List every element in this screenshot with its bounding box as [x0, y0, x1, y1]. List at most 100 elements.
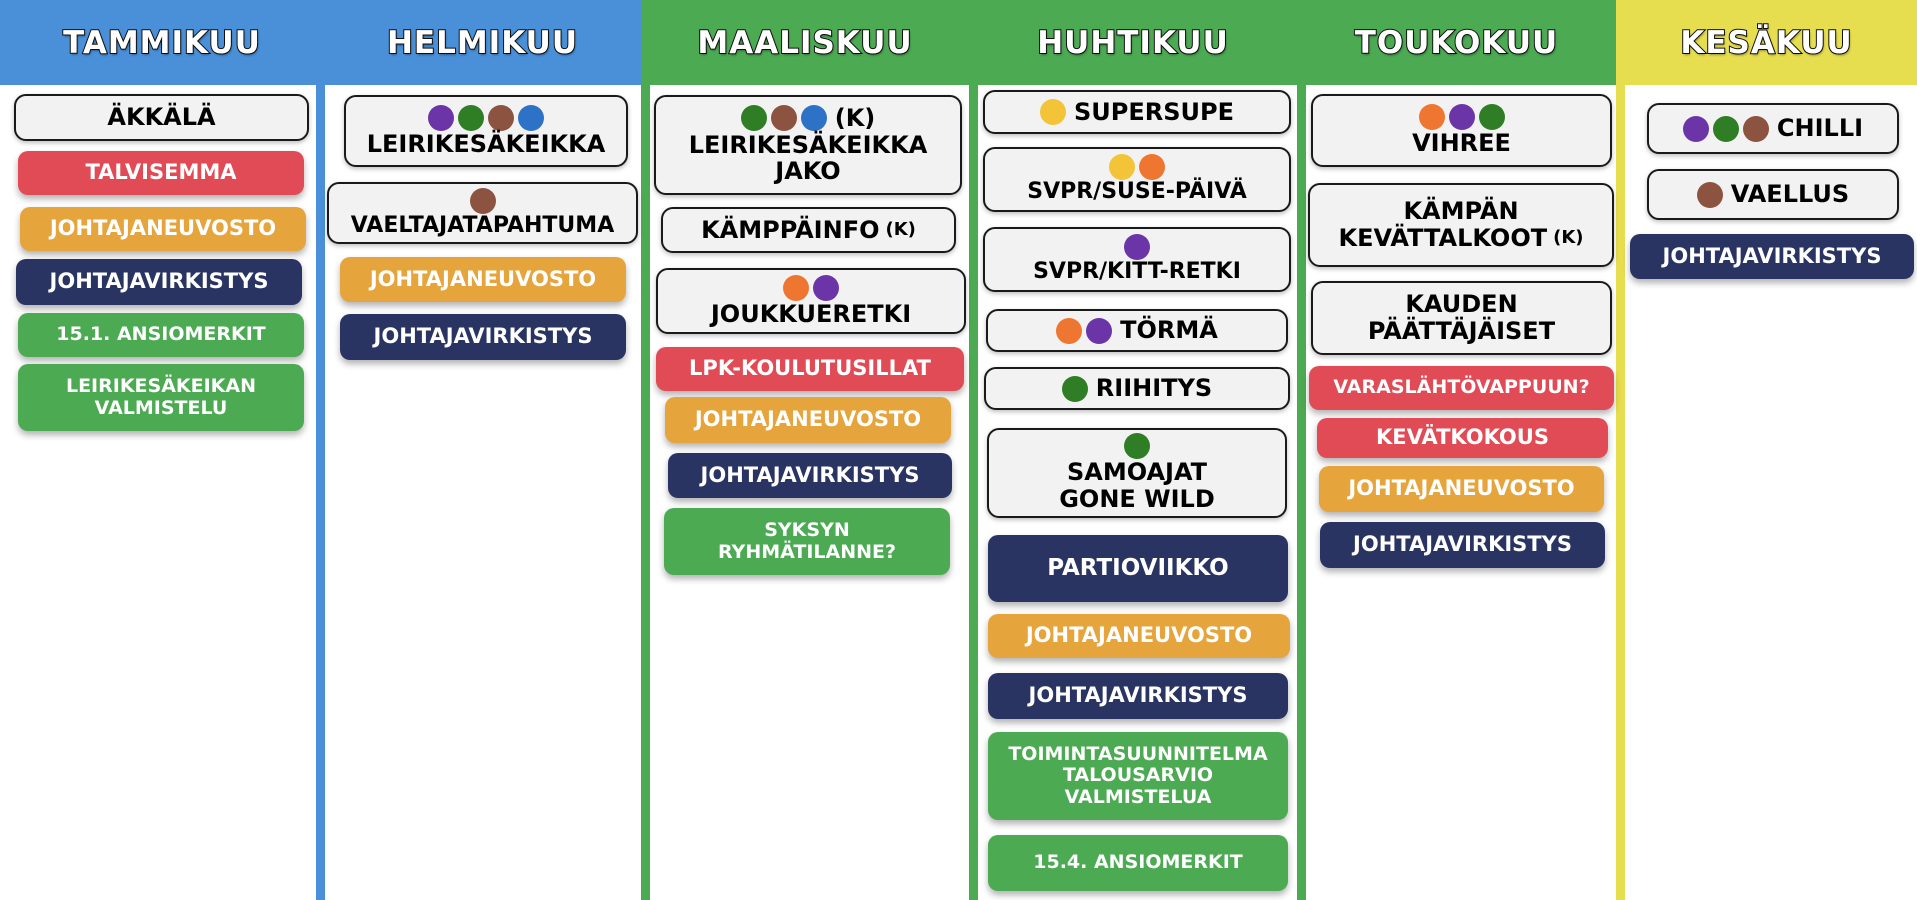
event-vihree[interactable]: VIHREE	[1311, 94, 1612, 167]
event-label-row: VAELLUS	[1696, 180, 1850, 209]
group-dots	[1124, 234, 1150, 261]
event-johtajaneuvosto[interactable]: JOHTAJANEUVOSTO	[988, 614, 1290, 658]
event-label: JOHTAJAVIRKISTYS	[700, 462, 920, 487]
event-johtajavirkistys[interactable]: JOHTAJAVIRKISTYS	[340, 314, 626, 360]
event-label-line: LEIRIKESÄKEIKAN	[65, 375, 257, 398]
event-johtajaneuvosto[interactable]: JOHTAJANEUVOSTO	[340, 257, 626, 302]
event-label: VIHREE	[1412, 129, 1511, 158]
event-label: VAELLUS	[1730, 180, 1850, 209]
event-syksyn-ryhmatilanne[interactable]: SYKSYN RYHMÄTILANNE?	[664, 508, 950, 575]
kamppa-marker: (K)	[1553, 227, 1584, 249]
column-divider	[969, 85, 978, 900]
event-samoajat-gone-wild[interactable]: SAMOAJAT GONE WILD	[987, 428, 1287, 518]
event-label: SVPR/SUSE-PÄIVÄ	[1027, 179, 1247, 205]
event-label-line: PÄÄTTÄJÄISET	[1367, 317, 1556, 345]
event-johtajavirkistys[interactable]: JOHTAJAVIRKISTYS	[1320, 522, 1605, 568]
event-vaeltajatapahtuma[interactable]: VAELTAJATAPAHTUMA	[327, 182, 638, 244]
brown-dot-icon	[488, 104, 514, 131]
event-kevatkokous[interactable]: KEVÄTKOKOUS	[1317, 418, 1608, 458]
green-dot-icon	[740, 105, 767, 132]
event-label-row: KEVÄTTALKOOT (K)	[1338, 225, 1583, 252]
event-svpr-suse-paiva[interactable]: SVPR/SUSE-PÄIVÄ	[983, 147, 1291, 212]
event-ansiomerkit[interactable]: 15.4. ANSIOMERKIT	[988, 835, 1288, 891]
purple-dot-icon	[1682, 115, 1709, 142]
event-kamppainfo[interactable]: KÄMPPÄINFO (K)	[661, 207, 956, 253]
event-label: 15.4. ANSIOMERKIT	[1033, 851, 1243, 874]
event-svpr-kitt-retki[interactable]: SVPR/KITT-RETKI	[983, 227, 1291, 292]
event-label: JOHTAJANEUVOSTO	[49, 216, 277, 241]
event-leirikesakeikka[interactable]: LEIRIKESÄKEIKKA	[344, 95, 628, 167]
event-joukkueretki[interactable]: JOUKKUERETKI	[656, 268, 966, 334]
event-talvisemma[interactable]: TALVISEMMA	[18, 151, 304, 195]
event-label: JOHTAJAVIRKISTYS	[1353, 532, 1572, 557]
event-label: 15.1. ANSIOMERKIT	[56, 323, 266, 346]
event-leirikesakeikan-valmistelu[interactable]: LEIRIKESÄKEIKAN VALMISTELU	[18, 364, 304, 431]
event-label-line: JAKO	[775, 157, 841, 186]
event-johtajavirkistys[interactable]: JOHTAJAVIRKISTYS	[668, 453, 952, 498]
event-toimintasuunnitelma[interactable]: TOIMINTASUUNNITELMA TALOUSARVIO VALMISTE…	[988, 732, 1288, 820]
brown-dot-icon	[1742, 115, 1769, 142]
group-dots	[783, 274, 839, 301]
event-label: PARTIOVIIKKO	[1047, 554, 1229, 581]
event-johtajavirkistys[interactable]: JOHTAJAVIRKISTYS	[16, 259, 302, 305]
event-label: LPK-KOULUTUSILLAT	[689, 356, 931, 381]
event-leirikesakeikka-jako[interactable]: (K) LEIRIKESÄKEIKKA JAKO	[654, 95, 962, 195]
purple-dot-icon	[813, 274, 839, 301]
event-label-line: VALMISTELUA	[1064, 785, 1212, 808]
event-label: JOHTAJANEUVOSTO	[1025, 623, 1253, 648]
column-divider	[641, 85, 650, 900]
group-dots	[1109, 154, 1165, 181]
event-label-line: TALOUSARVIO	[1062, 764, 1214, 787]
event-label-row: TÖRMÄ	[1056, 317, 1218, 344]
event-label-row: CHILLI	[1682, 115, 1863, 142]
event-label: JOHTAJAVIRKISTYS	[373, 324, 593, 349]
column-divider	[1616, 85, 1625, 900]
event-lpk-koulutusillat[interactable]: LPK-KOULUTUSILLAT	[656, 347, 964, 391]
group-dots	[428, 104, 544, 131]
event-johtajaneuvosto[interactable]: JOHTAJANEUVOSTO	[20, 207, 306, 251]
orange-dot-icon	[1418, 104, 1445, 131]
event-johtajavirkistys[interactable]: JOHTAJAVIRKISTYS	[1630, 234, 1914, 279]
month-header-helmikuu: HELMIKUU	[324, 0, 641, 85]
event-ansiomerkit[interactable]: 15.1. ANSIOMERKIT	[18, 313, 304, 357]
purple-dot-icon	[1124, 234, 1150, 261]
event-label: JOHTAJANEUVOSTO	[694, 407, 922, 432]
brown-dot-icon	[770, 105, 797, 132]
event-riihitys[interactable]: RIIHITYS	[984, 367, 1290, 410]
event-label-line: SAMOAJAT	[1066, 458, 1208, 487]
kamppa-marker: (K)	[834, 103, 876, 132]
event-label: SUPERSUPE	[1074, 97, 1234, 126]
event-johtajaneuvosto[interactable]: JOHTAJANEUVOSTO	[1319, 466, 1604, 512]
event-label-line: RYHMÄTILANNE?	[717, 540, 897, 563]
month-header-tammikuu: TAMMIKUU	[0, 0, 324, 85]
event-akkala[interactable]: ÄKKÄLÄ	[14, 94, 309, 141]
month-header-maaliskuu: MAALISKUU	[641, 0, 969, 85]
event-johtajaneuvosto[interactable]: JOHTAJANEUVOSTO	[665, 397, 951, 443]
event-partioviikko[interactable]: PARTIOVIIKKO	[988, 535, 1288, 602]
event-label-row: RIIHITYS	[1061, 375, 1212, 402]
orange-dot-icon	[1056, 317, 1083, 344]
column-divider	[316, 85, 325, 900]
month-header-huhtikuu: HUHTIKUU	[969, 0, 1297, 85]
yellow-dot-icon	[1109, 154, 1135, 181]
blue-dot-icon	[518, 104, 544, 131]
event-kauden-paattajaiset[interactable]: KAUDEN PÄÄTTÄJÄISET	[1311, 281, 1612, 355]
event-label-row: KÄMPPÄINFO (K)	[701, 215, 916, 244]
event-label: SVPR/KITT-RETKI	[1033, 259, 1241, 285]
orange-dot-icon	[783, 274, 809, 301]
event-torma[interactable]: TÖRMÄ	[986, 309, 1288, 352]
event-supersupe[interactable]: SUPERSUPE	[983, 90, 1291, 134]
event-label-line: TOIMINTASUUNNITELMA	[1008, 743, 1268, 766]
event-chilli[interactable]: CHILLI	[1647, 103, 1899, 154]
event-varaslahtovappuun[interactable]: VARASLÄHTÖVAPPUUN?	[1309, 366, 1614, 410]
green-dot-icon	[1712, 115, 1739, 142]
event-johtajavirkistys[interactable]: JOHTAJAVIRKISTYS	[988, 673, 1288, 719]
event-vaellus[interactable]: VAELLUS	[1647, 169, 1899, 220]
event-kampan-kevattalkoot[interactable]: KÄMPÄN KEVÄTTALKOOT (K)	[1308, 183, 1614, 267]
purple-dot-icon	[428, 104, 454, 131]
event-label: KÄMPPÄINFO	[701, 215, 880, 244]
event-label: VARASLÄHTÖVAPPUUN?	[1333, 376, 1590, 399]
event-label: ÄKKÄLÄ	[107, 103, 216, 132]
month-header-toukokuu: TOUKOKUU	[1297, 0, 1616, 85]
